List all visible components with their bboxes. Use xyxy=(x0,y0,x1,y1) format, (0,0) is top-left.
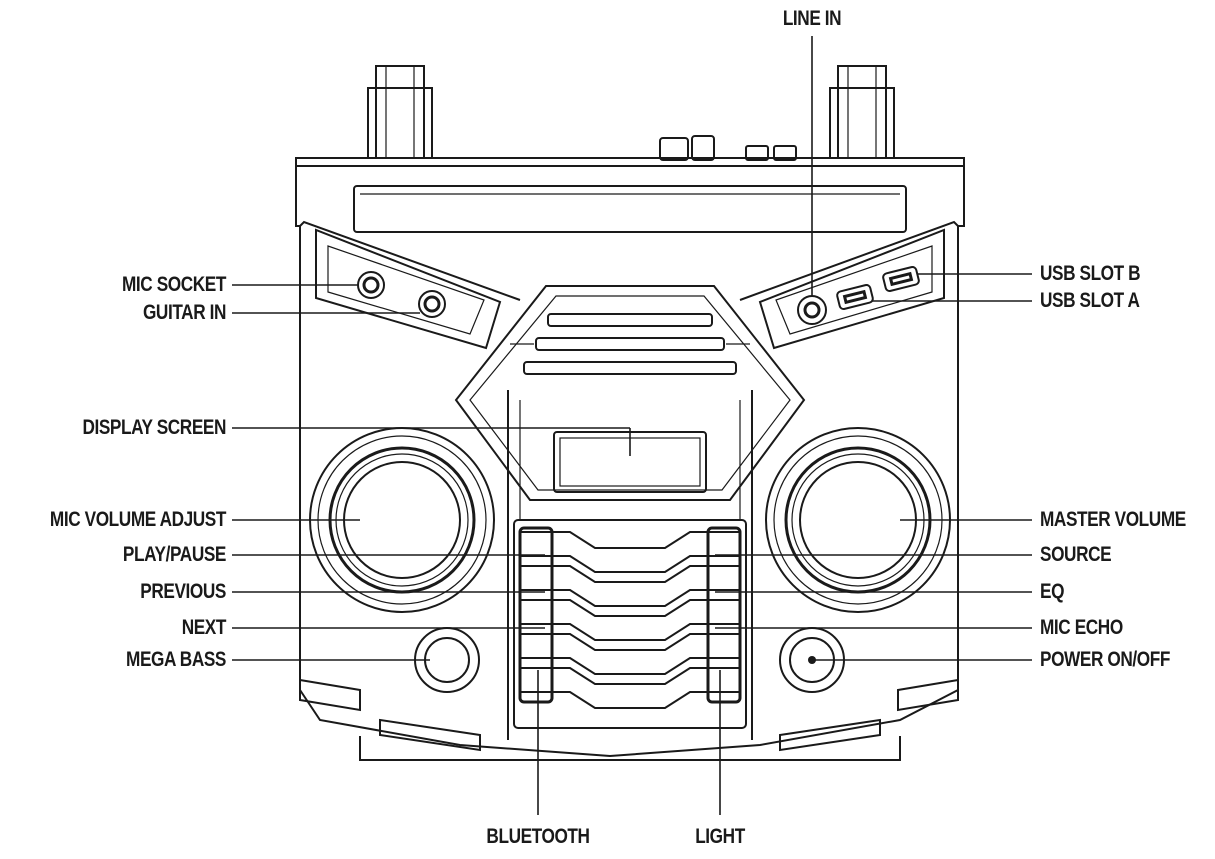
speaker-body xyxy=(295,157,965,761)
label-previous: PREVIOUS xyxy=(140,580,226,603)
line-in-port xyxy=(797,295,827,325)
label-usb-slot-b: USB SLOT B xyxy=(1040,262,1141,285)
label-display-screen: DISPLAY SCREEN xyxy=(82,416,226,439)
usb-slot-a-port xyxy=(836,284,874,310)
top-knobs xyxy=(659,135,797,161)
label-play-pause: PLAY/PAUSE xyxy=(122,543,226,566)
usb-slot-b-port xyxy=(882,266,920,292)
label-bluetooth: BLUETOOTH xyxy=(486,825,590,848)
label-line-in: LINE IN xyxy=(782,7,842,30)
label-usb-slot-a: USB SLOT A xyxy=(1040,289,1140,312)
label-eq: EQ xyxy=(1040,580,1065,603)
leader-lines xyxy=(232,36,1032,815)
label-mic-socket: MIC SOCKET xyxy=(121,273,226,296)
label-master-volume: MASTER VOLUME xyxy=(1040,508,1186,531)
label-guitar-in: GUITAR IN xyxy=(142,301,226,324)
left-handle xyxy=(367,65,433,159)
label-source: SOURCE xyxy=(1040,543,1112,566)
label-mic-volume-adjust: MIC VOLUME ADJUST xyxy=(49,508,227,531)
label-next: NEXT xyxy=(181,616,227,639)
label-mic-echo: MIC ECHO xyxy=(1040,616,1123,639)
label-power-on-off: POWER ON/OFF xyxy=(1040,648,1170,671)
right-handle xyxy=(829,65,895,159)
mic-socket-port xyxy=(357,271,385,299)
label-mega-bass: MEGA BASS xyxy=(126,648,226,671)
guitar-in-port xyxy=(418,290,446,318)
control-buttons xyxy=(518,526,742,709)
label-light: LIGHT xyxy=(695,825,745,848)
